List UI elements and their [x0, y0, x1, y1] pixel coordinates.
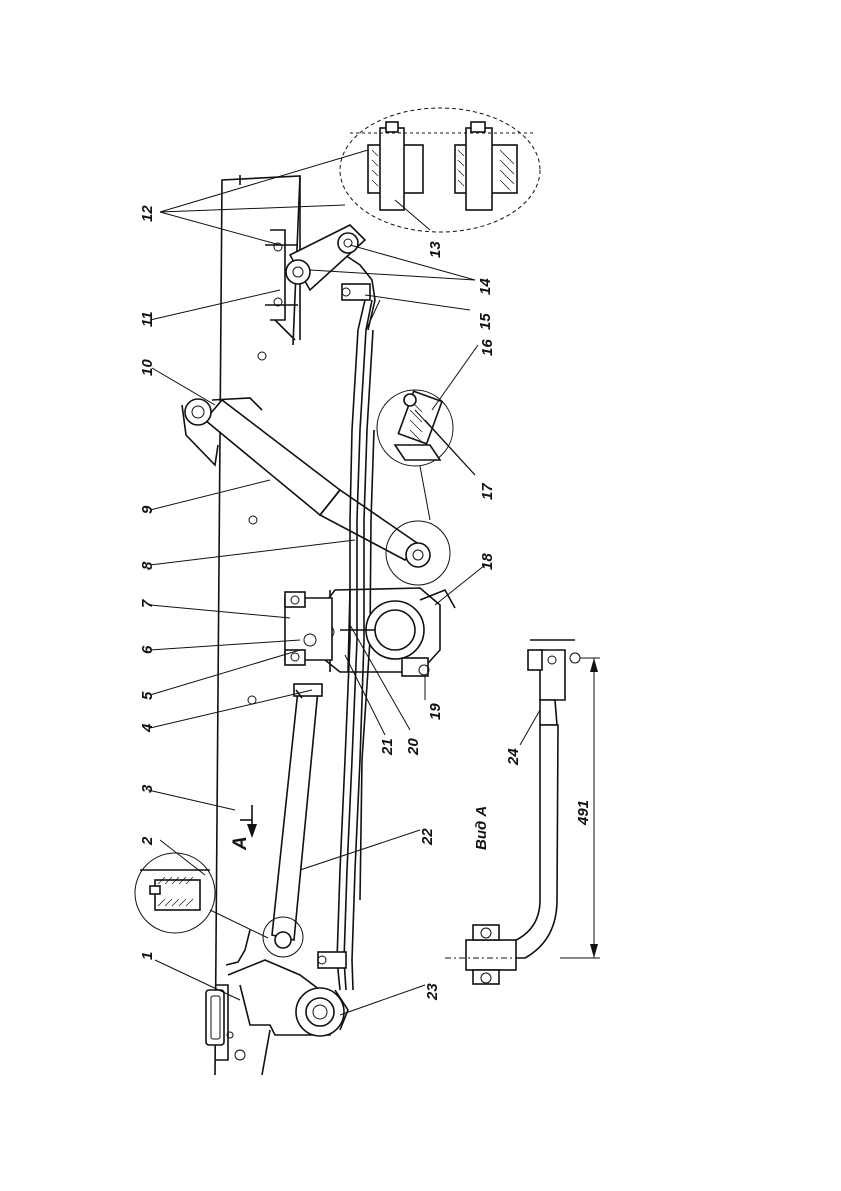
- detail-circle-front-bushing: [135, 853, 268, 938]
- view-arrow: [240, 805, 257, 838]
- detail-circle-upper-bushing: [377, 390, 453, 520]
- view-a-label: Вид A: [473, 806, 490, 850]
- callout-8: 8: [139, 561, 156, 570]
- shock-absorber: [182, 398, 420, 560]
- detail-circle-rear-bushing: [340, 108, 540, 232]
- callout-3: 3: [139, 784, 156, 793]
- callout-22: 22: [419, 828, 436, 846]
- callout-16: 16: [479, 339, 496, 356]
- callout-2: 2: [139, 836, 156, 846]
- callout-18: 18: [479, 553, 496, 570]
- callout-21: 21: [379, 738, 396, 756]
- callout-1: 1: [139, 952, 156, 960]
- callout-labels: 1 2 3 4 5 6 7 8 9 10 11 12 13 14 15 16 1…: [139, 205, 592, 1001]
- callout-15: 15: [477, 313, 494, 330]
- detail-circle-lower-mount: [386, 521, 450, 585]
- callout-17: 17: [479, 483, 496, 500]
- rear-shackle: [265, 225, 365, 340]
- dimension-label: 491: [575, 800, 592, 826]
- callout-13: 13: [427, 241, 444, 258]
- callout-5: 5: [139, 691, 156, 700]
- stabilizer-bar: [272, 684, 322, 940]
- callout-11: 11: [139, 311, 156, 327]
- callout-20: 20: [405, 738, 422, 756]
- spring-clip: [285, 592, 332, 665]
- callout-12: 12: [139, 205, 156, 222]
- callout-10: 10: [139, 359, 156, 376]
- callout-6: 6: [139, 645, 156, 654]
- callout-4: 4: [139, 723, 156, 733]
- view-arrow-label: A: [230, 836, 251, 851]
- callout-19: 19: [427, 703, 444, 720]
- callout-24: 24: [505, 748, 522, 766]
- callout-9: 9: [139, 505, 156, 514]
- axle-housing: [320, 588, 455, 676]
- front-spring-eye: [296, 988, 348, 1036]
- callout-23: 23: [424, 983, 441, 1001]
- callout-7: 7: [139, 599, 156, 608]
- callout-14: 14: [477, 278, 494, 295]
